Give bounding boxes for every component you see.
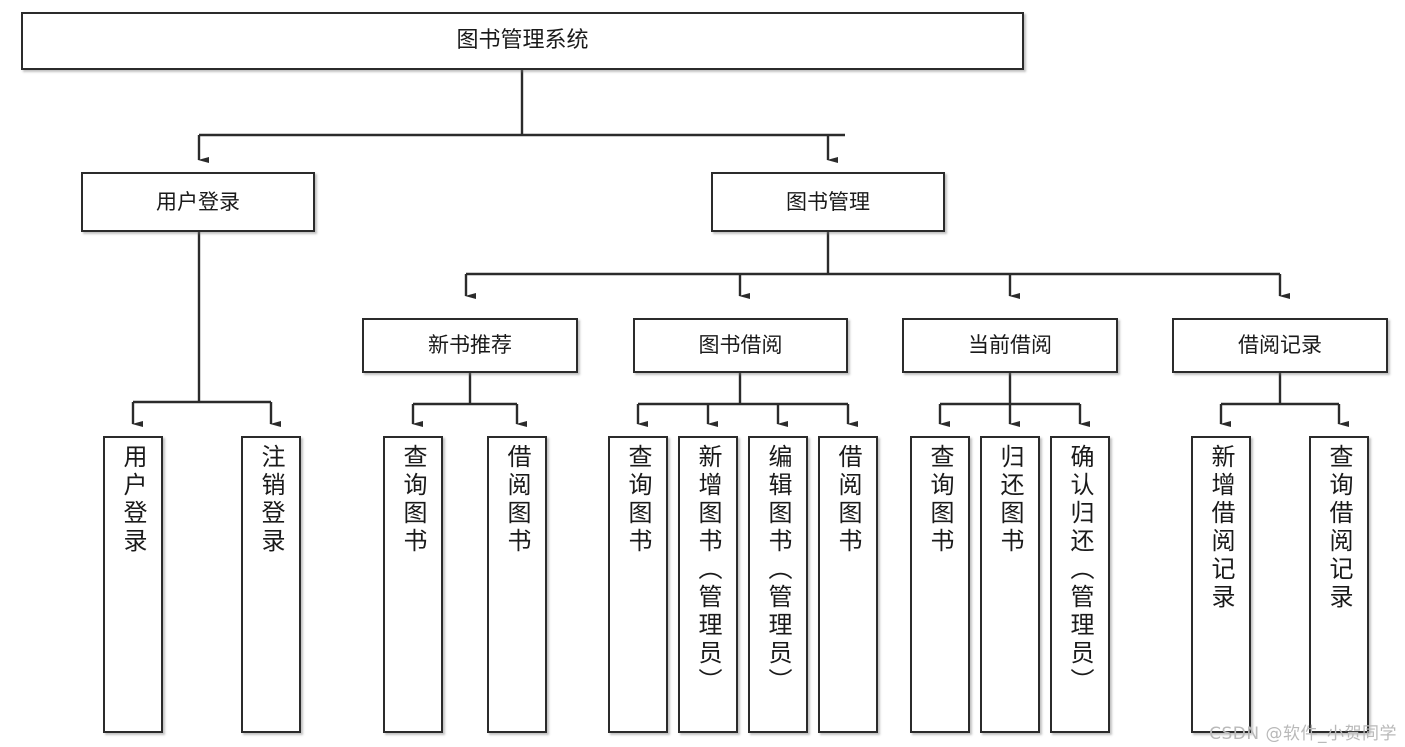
- node-leaf-borrow-book[interactable]: 借阅图书: [818, 436, 878, 733]
- node-label: 注销登录: [257, 444, 285, 556]
- node-leaf-query-book-recommend[interactable]: 查询图书: [383, 436, 443, 733]
- node-label: 用户登录: [156, 189, 240, 214]
- node-label: 借阅图书: [503, 444, 531, 556]
- node-new-book-recommend[interactable]: 新书推荐: [362, 318, 578, 373]
- node-label: 查询图书: [399, 444, 427, 556]
- node-label: 用户登录: [119, 444, 147, 556]
- node-label: 借阅图书: [834, 444, 862, 556]
- node-label: 图书借阅: [698, 333, 783, 358]
- node-leaf-return-book[interactable]: 归还图书: [980, 436, 1040, 733]
- node-leaf-add-book[interactable]: 新增图书（管理员）: [678, 436, 738, 733]
- node-label: 图书管理系统: [456, 28, 589, 54]
- node-label: 查询借阅记录: [1325, 444, 1353, 612]
- watermark-text: CSDN @软件_小贺同学: [1209, 724, 1397, 744]
- node-label: 确认归还（管理员）: [1066, 444, 1094, 696]
- node-label: 查询图书: [624, 444, 652, 556]
- node-user-login[interactable]: 用户登录: [81, 172, 315, 232]
- node-leaf-confirm-return[interactable]: 确认归还（管理员）: [1050, 436, 1110, 733]
- node-leaf-logout-login[interactable]: 注销登录: [241, 436, 301, 733]
- node-label: 新增图书（管理员）: [694, 444, 722, 696]
- node-label: 查询图书: [926, 444, 954, 556]
- node-leaf-query-book-current[interactable]: 查询图书: [910, 436, 970, 733]
- node-leaf-user-login[interactable]: 用户登录: [103, 436, 163, 733]
- node-leaf-add-borrow-record[interactable]: 新增借阅记录: [1191, 436, 1251, 733]
- node-book-borrow[interactable]: 图书借阅: [633, 318, 848, 373]
- node-leaf-query-borrow-record[interactable]: 查询借阅记录: [1309, 436, 1369, 733]
- node-label: 当前借阅: [968, 333, 1052, 358]
- node-leaf-query-book-borrow[interactable]: 查询图书: [608, 436, 668, 733]
- node-label: 借阅记录: [1238, 333, 1322, 358]
- node-label: 编辑图书（管理员）: [764, 444, 792, 696]
- node-leaf-borrow-book-recommend[interactable]: 借阅图书: [487, 436, 547, 733]
- node-label: 新增借阅记录: [1207, 444, 1235, 612]
- node-label: 归还图书: [996, 444, 1024, 556]
- node-borrow-record[interactable]: 借阅记录: [1172, 318, 1388, 373]
- node-label: 新书推荐: [428, 333, 512, 358]
- node-root-book-management-system[interactable]: 图书管理系统: [21, 12, 1024, 70]
- node-current-borrow[interactable]: 当前借阅: [902, 318, 1118, 373]
- node-label: 图书管理: [786, 189, 870, 214]
- node-book-manage[interactable]: 图书管理: [711, 172, 945, 232]
- node-leaf-edit-book[interactable]: 编辑图书（管理员）: [748, 436, 808, 733]
